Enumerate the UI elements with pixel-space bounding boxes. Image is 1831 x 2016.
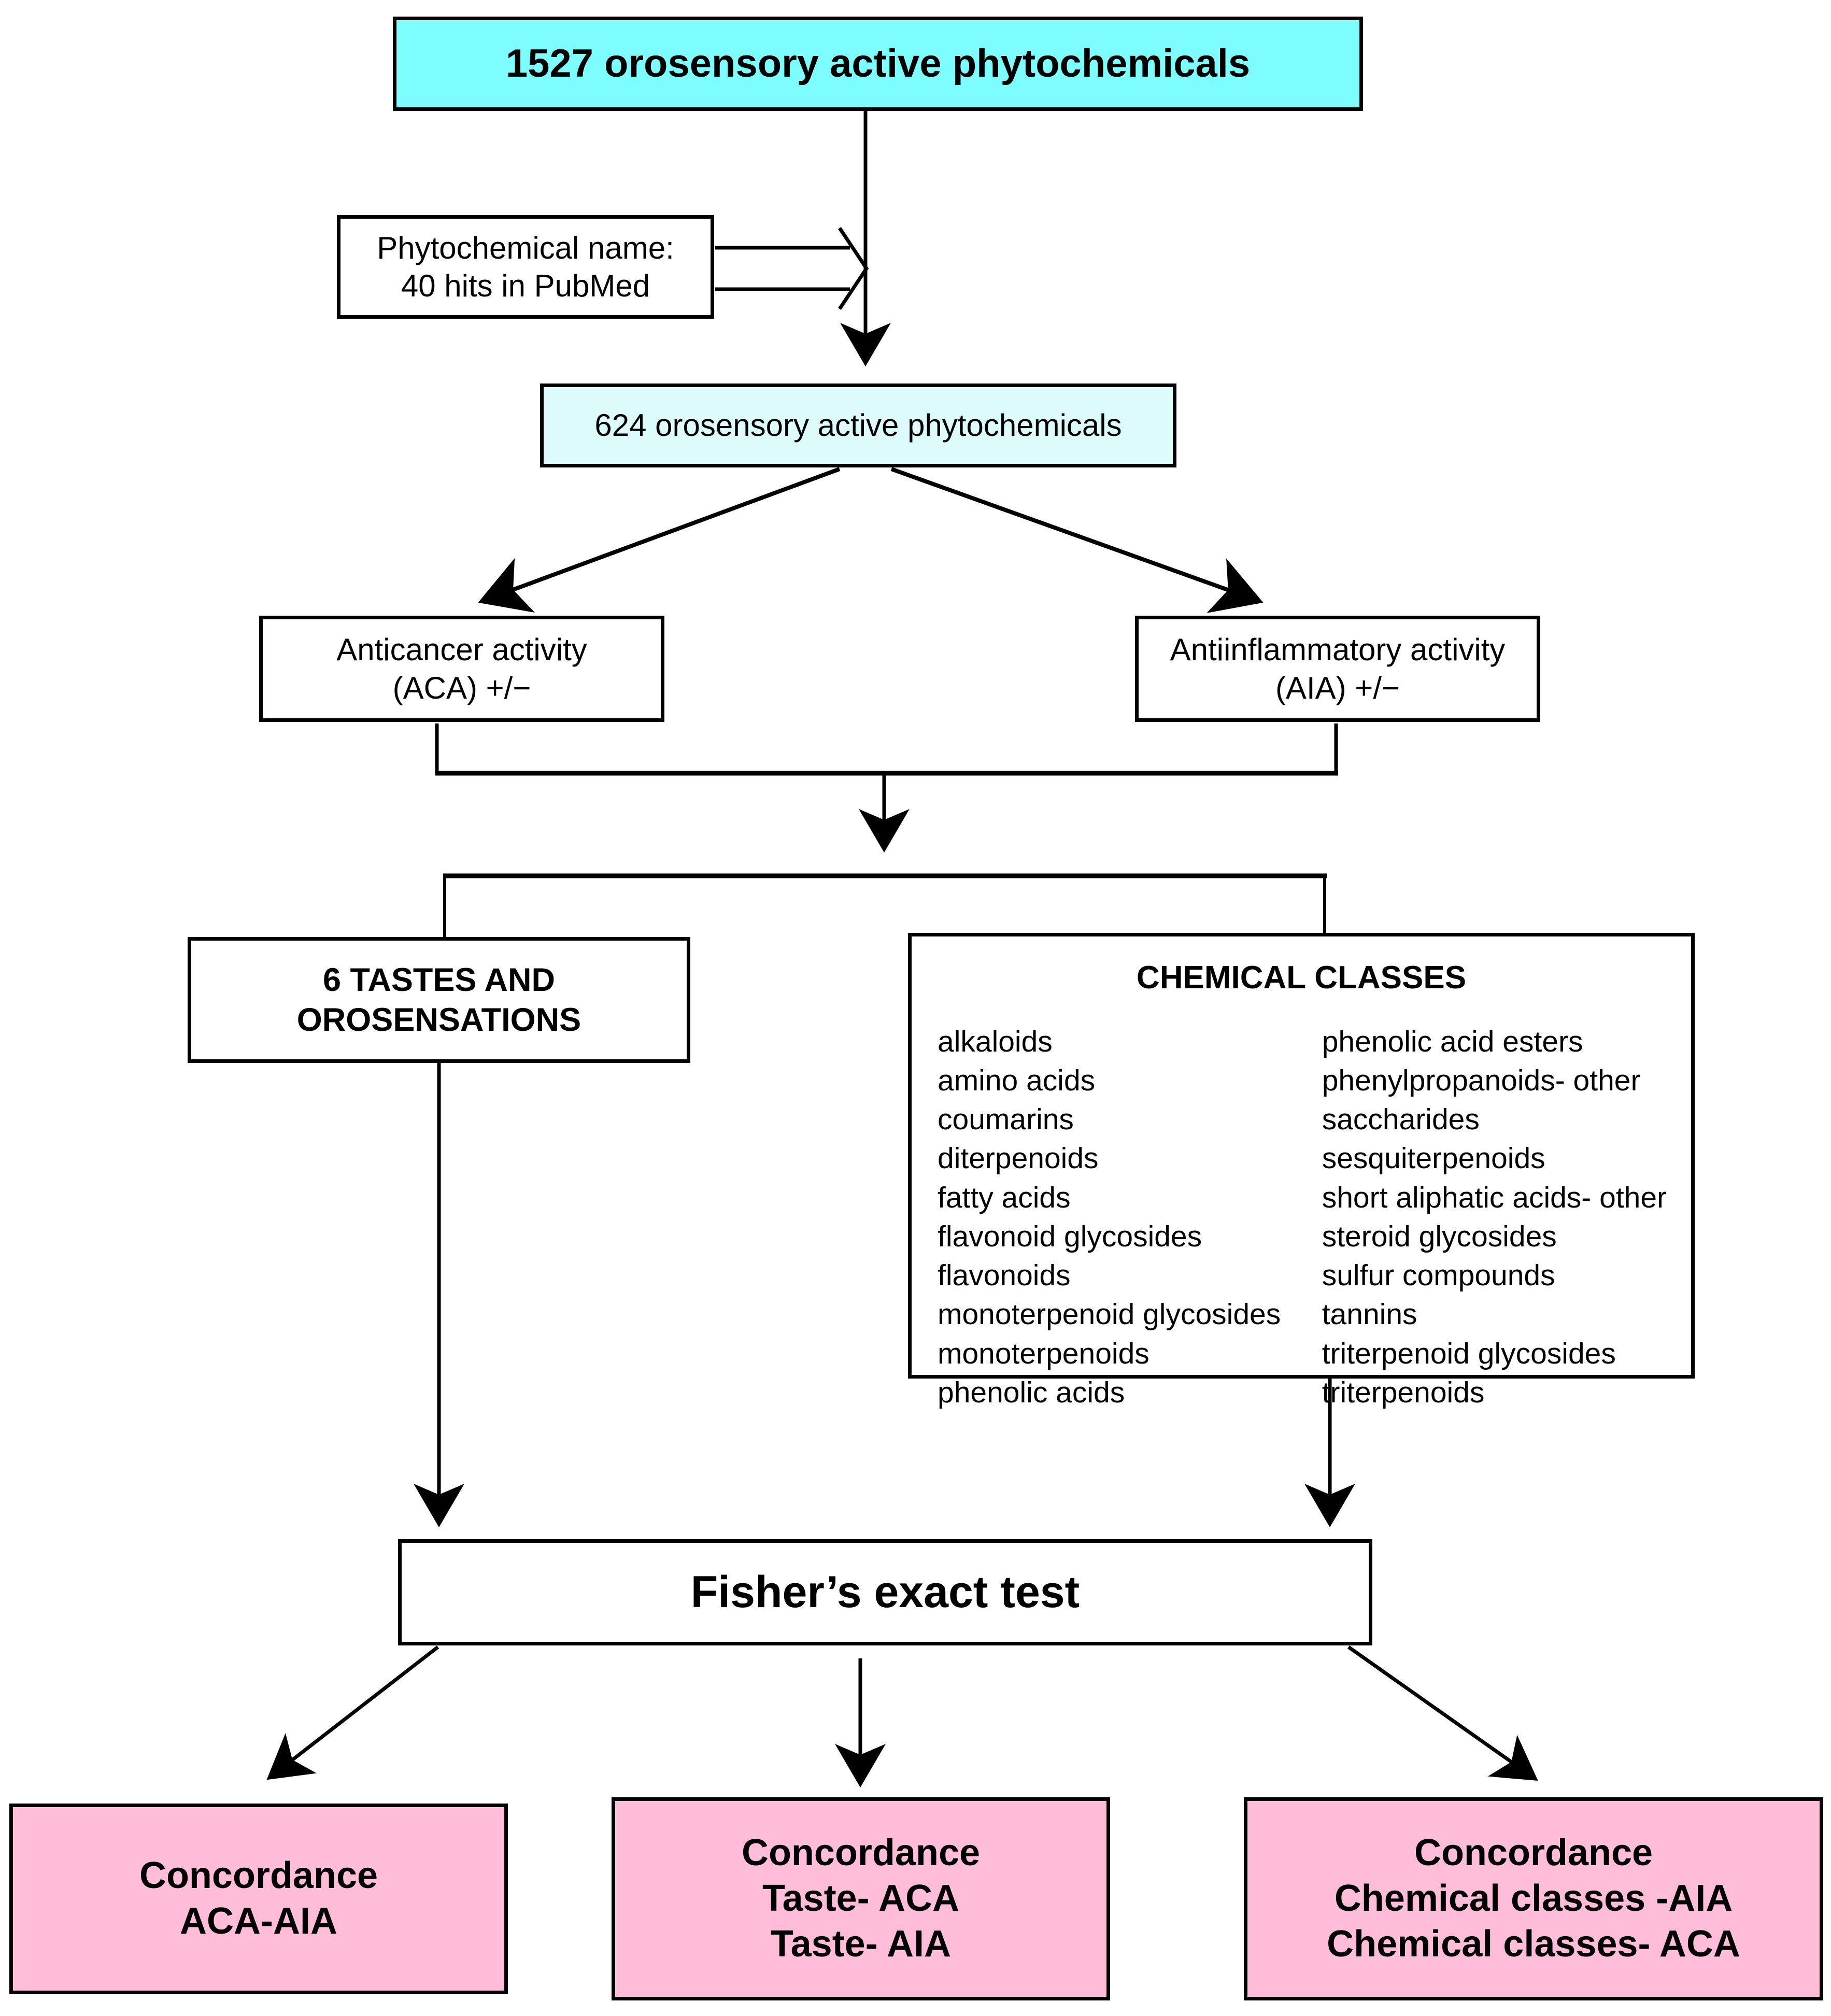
- list-item: saccharides: [1322, 1103, 1480, 1137]
- list-item: monoterpenoids: [938, 1337, 1149, 1370]
- outcome-2-line2: Taste- ACA: [762, 1878, 960, 1920]
- wire-filtered-to-aca: [478, 467, 841, 613]
- list-item: diterpenoids: [938, 1142, 1099, 1175]
- list-item: fatty acids: [938, 1181, 1071, 1214]
- list-item: phenolic acids: [938, 1375, 1125, 1409]
- wire-split-to-branches: [443, 873, 1327, 939]
- list-item: triterpenoid glycosides: [1322, 1337, 1616, 1370]
- outcome-2-line3: Taste- AIA: [770, 1923, 952, 1965]
- list-item: sulfur compounds: [1322, 1259, 1555, 1293]
- node-antiinflammatory-activity[interactable]: Antiinflammatory activity (AIA) +/−: [1135, 616, 1540, 722]
- outcome-2-line1: Concordance: [741, 1832, 981, 1874]
- chemical-classes-right-column: phenolic acid esters phenylpropanoids- o…: [1322, 1023, 1681, 1412]
- list-item: phenylpropanoids- other: [1322, 1063, 1641, 1097]
- wire-pubmed-hollow-arrow: [715, 227, 869, 310]
- wire-activities-merge: [435, 723, 1338, 853]
- list-item: tannins: [1322, 1298, 1417, 1331]
- fishers-exact-test-label: Fisher’s exact test: [690, 1567, 1080, 1617]
- list-item: flavonoid glycosides: [938, 1219, 1202, 1253]
- list-item: alkaloids: [938, 1025, 1053, 1058]
- node-pubmed-filter[interactable]: Phytochemical name: 40 hits in PubMed: [337, 215, 714, 319]
- outcome-1-line2: ACA-AIA: [180, 1900, 337, 1942]
- tastes-orosensations-line2: OROSENSATIONS: [296, 1001, 581, 1038]
- wire-fisher-to-outcome-3: [1347, 1645, 1538, 1781]
- outcome-3-line1: Concordance: [1414, 1832, 1653, 1874]
- pubmed-filter-line1: Phytochemical name:: [377, 230, 674, 265]
- list-item: monoterpenoid glycosides: [938, 1298, 1281, 1331]
- list-item: sesquiterpenoids: [1322, 1142, 1545, 1175]
- list-item: amino acids: [938, 1063, 1096, 1097]
- list-item: short aliphatic acids- other: [1322, 1181, 1667, 1214]
- anticancer-activity-line2: (ACA) +/−: [392, 670, 531, 705]
- tastes-orosensations-line1: 6 TASTES AND: [322, 961, 556, 998]
- chemical-classes-columns: alkaloids amino acids coumarins diterpen…: [912, 1023, 1691, 1412]
- node-fishers-exact-test[interactable]: Fisher’s exact test: [398, 1539, 1372, 1645]
- wire-fisher-to-outcome-1: [266, 1645, 439, 1780]
- node-filtered-phytochemicals-label: 624 orosensory active phytochemicals: [594, 408, 1122, 443]
- node-total-phytochemicals-label: 1527 orosensory active phytochemicals: [505, 41, 1251, 86]
- list-item: phenolic acid esters: [1322, 1025, 1583, 1058]
- list-item: steroid glycosides: [1322, 1219, 1557, 1253]
- pubmed-filter-line2: 40 hits in PubMed: [401, 268, 650, 303]
- chemical-classes-title: CHEMICAL CLASSES: [1136, 960, 1467, 996]
- node-tastes-orosensations[interactable]: 6 TASTES AND OROSENSATIONS: [188, 937, 690, 1063]
- antiinflammatory-activity-line1: Antiinflammatory activity: [1170, 632, 1506, 668]
- node-filtered-phytochemicals[interactable]: 624 orosensory active phytochemicals: [540, 384, 1176, 467]
- list-item: triterpenoids: [1322, 1375, 1485, 1409]
- wire-filtered-to-aia: [890, 467, 1264, 613]
- outcome-3-line3: Chemical classes- ACA: [1327, 1923, 1740, 1965]
- node-outcome-concordance-taste[interactable]: Concordance Taste- ACA Taste- AIA: [612, 1797, 1110, 2000]
- node-chemical-classes[interactable]: CHEMICAL CLASSES alkaloids amino acids c…: [908, 933, 1695, 1409]
- node-total-phytochemicals[interactable]: 1527 orosensory active phytochemicals: [393, 17, 1363, 111]
- antiinflammatory-activity-line2: (AIA) +/−: [1275, 670, 1400, 705]
- list-item: flavonoids: [938, 1259, 1071, 1293]
- node-outcome-concordance-aca-aia[interactable]: Concordance ACA-AIA: [9, 1804, 508, 1994]
- node-anticancer-activity[interactable]: Anticancer activity (ACA) +/−: [259, 616, 664, 722]
- chemical-classes-left-column: alkaloids amino acids coumarins diterpen…: [938, 1023, 1322, 1412]
- node-outcome-concordance-chemical-classes[interactable]: Concordance Chemical classes -AIA Chemic…: [1244, 1797, 1823, 2000]
- list-item: coumarins: [938, 1103, 1074, 1137]
- outcome-3-line2: Chemical classes -AIA: [1334, 1878, 1733, 1920]
- anticancer-activity-line1: Anticancer activity: [336, 632, 587, 668]
- outcome-1-line1: Concordance: [139, 1855, 378, 1897]
